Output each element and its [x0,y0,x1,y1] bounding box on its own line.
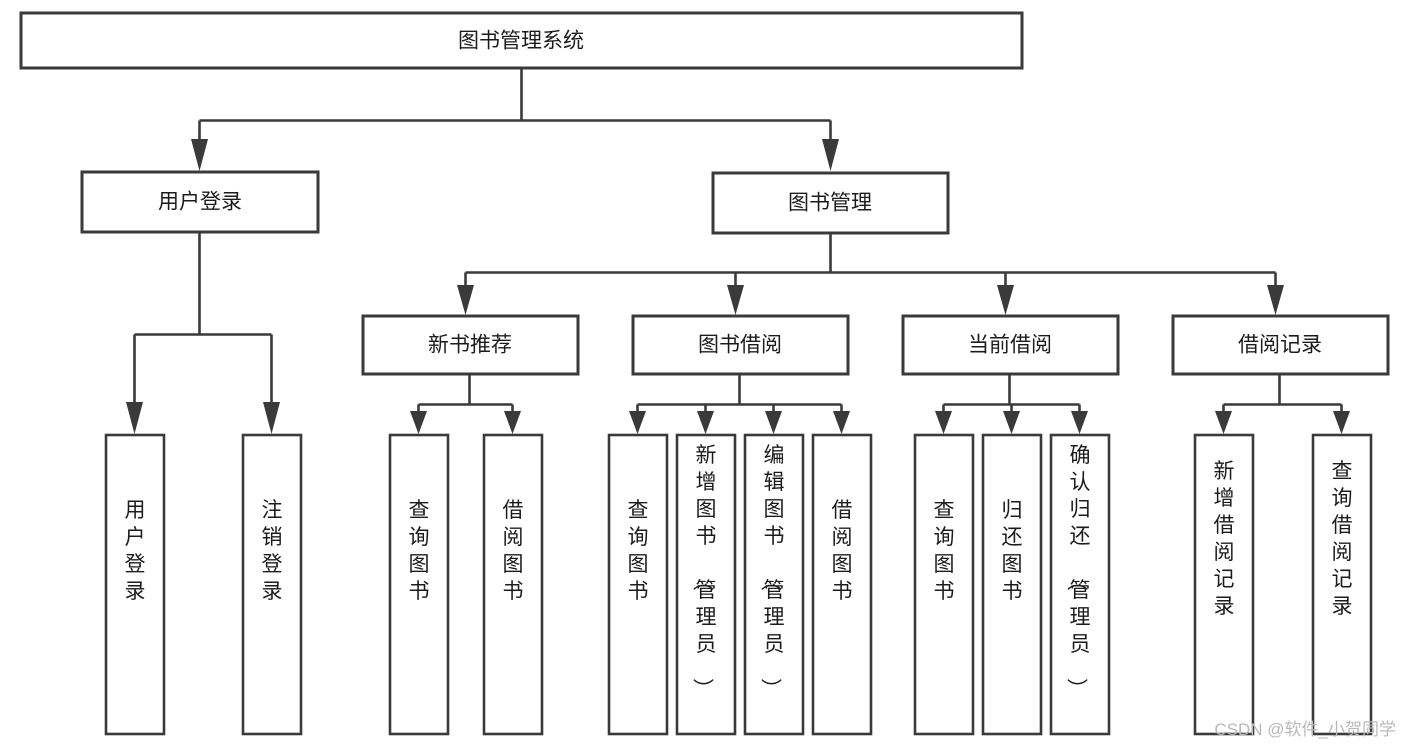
node-leaf-query-book-1-label: 查询图书 [409,499,430,603]
node-leaf-confirm-return-box[interactable] [1049,433,1111,736]
node-user-login-box[interactable] [80,170,320,234]
node-leaf-user-login-label: 用户登录 [125,499,146,603]
node-leaf-query-book-1-box[interactable] [388,433,450,736]
node-leaf-user-login-box[interactable] [104,433,166,736]
arrow-head-current-borrow [997,285,1014,315]
arrow-head-leaf-query-book-1 [410,411,427,434]
node-book-management-box[interactable] [711,171,950,235]
node-leaf-add-record[interactable]: 新增借阅记录 [1193,433,1255,736]
arrow-head-new-book-recommend [457,285,474,315]
node-root-label: 图书管理系统 [458,30,584,53]
arrow-head-leaf-query-book-3 [935,411,952,434]
node-leaf-add-book-label: 新增图书（管理员） [691,444,717,699]
node-leaf-query-record-label: 查询借阅记录 [1332,460,1353,618]
node-leaf-logout-login[interactable]: 注销登录 [241,433,303,736]
node-leaf-return-book-box[interactable] [981,433,1043,736]
node-leaf-logout-login-label: 注销登录 [262,499,283,603]
node-leaf-edit-book-label: 编辑图书（管理员） [759,444,785,699]
node-leaf-user-login[interactable]: 用户登录 [104,433,166,736]
node-leaf-confirm-return[interactable]: 确认归还（管理员） [1049,433,1111,736]
arrow-head-leaf-logout-login [263,402,280,434]
arrow-head-leaf-user-login [126,402,143,434]
node-leaf-borrow-book-2-box[interactable] [811,433,873,736]
node-leaf-borrow-book-1[interactable]: 借阅图书 [482,433,544,736]
node-new-book-recommend[interactable]: 新书推荐 [361,314,580,376]
node-current-borrow-label: 当前借阅 [968,334,1052,357]
arrow-head-borrow-record [1267,285,1284,315]
node-book-management-label: 图书管理 [788,192,872,215]
node-leaf-borrow-book-1-box[interactable] [482,433,544,736]
arrow-head-leaf-query-book-2 [629,411,646,434]
node-user-login[interactable]: 用户登录 [80,170,320,234]
node-root-box[interactable] [19,11,1024,70]
arrow-head-leaf-borrow-book-1 [504,411,521,434]
node-leaf-logout-login-box[interactable] [241,433,303,736]
node-leaf-query-book-2-label: 查询图书 [628,499,649,603]
node-current-borrow-box[interactable] [901,314,1120,376]
node-leaf-query-record-box[interactable] [1311,433,1373,736]
node-leaf-confirm-return-label: 确认归还（管理员） [1065,444,1091,699]
arrow-head-book-borrow [727,285,744,315]
node-leaf-borrow-book-2-label: 借阅图书 [832,499,853,603]
node-leaf-add-record-label: 新增借阅记录 [1214,460,1235,618]
arrow-head-book-management [822,139,839,171]
arrow-head-leaf-add-record [1215,411,1232,434]
node-leaf-query-record[interactable]: 查询借阅记录 [1311,433,1373,736]
node-borrow-record-box[interactable] [1171,314,1390,376]
watermark-label: CSDN @软件_小贺同学 [1214,720,1396,739]
node-leaf-borrow-book-2[interactable]: 借阅图书 [811,433,873,736]
node-leaf-query-book-3-box[interactable] [913,433,975,736]
node-borrow-record[interactable]: 借阅记录 [1171,314,1390,376]
node-leaf-borrow-book-1-label: 借阅图书 [503,499,524,603]
node-leaf-query-book-2-box[interactable] [607,433,669,736]
node-leaf-return-book[interactable]: 归还图书 [981,433,1043,736]
node-leaf-edit-book-box[interactable] [743,433,805,736]
arrow-head-leaf-query-record [1333,411,1350,434]
node-book-management[interactable]: 图书管理 [711,171,950,235]
node-leaf-add-record-box[interactable] [1193,433,1255,736]
node-borrow-record-label: 借阅记录 [1238,334,1322,357]
arrow-head-leaf-borrow-book-2 [833,411,850,434]
node-leaf-add-book[interactable]: 新增图书（管理员） [675,433,737,736]
node-book-borrow[interactable]: 图书借阅 [631,314,850,376]
node-leaf-query-book-3-label: 查询图书 [934,499,955,603]
node-root-library-system[interactable]: 图书管理系统 [19,11,1024,70]
node-leaf-query-book-3[interactable]: 查询图书 [913,433,975,736]
node-book-borrow-box[interactable] [631,314,850,376]
arrow-head-leaf-return-book [1003,411,1020,434]
node-leaf-query-book-2[interactable]: 查询图书 [607,433,669,736]
connector-layer [126,68,1350,434]
node-leaf-edit-book[interactable]: 编辑图书（管理员） [743,433,805,736]
node-leaf-add-book-box[interactable] [675,433,737,736]
node-leaf-return-book-label: 归还图书 [1002,499,1023,603]
arrow-head-leaf-confirm-return [1071,411,1088,434]
node-leaf-query-book-1[interactable]: 查询图书 [388,433,450,736]
arrow-head-leaf-edit-book [765,411,782,434]
arrow-head-leaf-add-book [697,411,714,434]
node-book-borrow-label: 图书借阅 [698,334,782,357]
node-user-login-label: 用户登录 [158,191,242,214]
node-new-book-recommend-box[interactable] [361,314,580,376]
node-current-borrow[interactable]: 当前借阅 [901,314,1120,376]
node-new-book-recommend-label: 新书推荐 [428,334,512,357]
arrow-head-user-login [191,139,208,171]
